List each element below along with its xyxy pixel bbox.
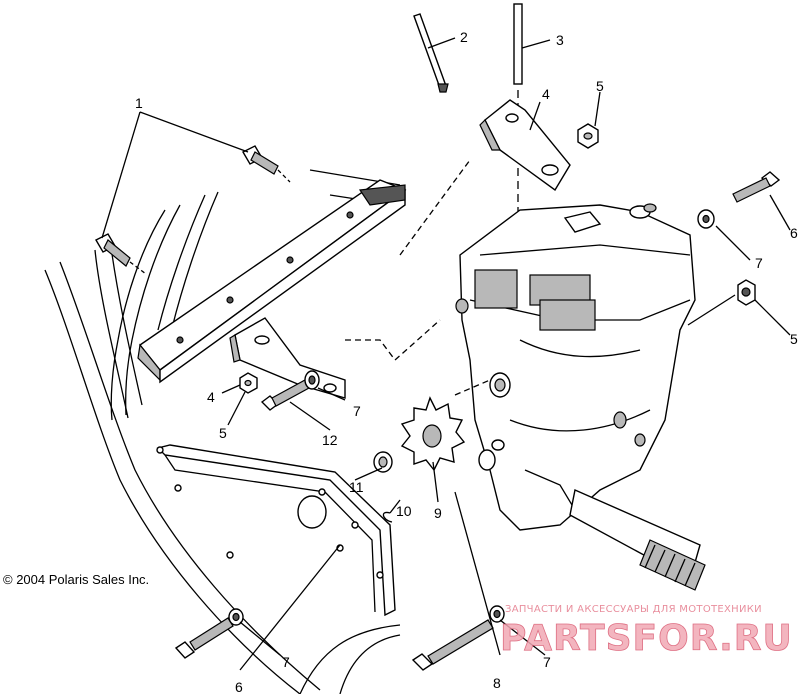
callout-2: 2	[460, 29, 468, 45]
copyright-notice: © 2004 Polaris Sales Inc.	[3, 572, 149, 587]
washer-11	[373, 451, 393, 473]
callout-7-mid: 7	[353, 403, 361, 419]
callout-6-bottom: 6	[235, 679, 243, 694]
callout-4-upper: 4	[542, 86, 550, 102]
callout-4-lower: 4	[207, 389, 215, 405]
watermark-tagline: ЗАПЧАСТИ И АКСЕССУАРЫ ДЛЯ МОТОТЕХНИКИ	[505, 604, 762, 615]
callout-3: 3	[556, 32, 564, 48]
bolt-6-bottom	[174, 608, 244, 659]
callout-7-bottom-right: 7	[543, 654, 551, 670]
pin-2	[413, 13, 449, 93]
callout-10: 10	[396, 503, 412, 519]
watermark-logo: PARTSFOR.RU	[500, 618, 793, 659]
callout-5-upper: 5	[596, 78, 604, 94]
mounting-rail	[137, 179, 407, 384]
clip-10	[382, 511, 393, 523]
bracket-4-upper	[479, 99, 571, 192]
lower-mount-plate	[156, 444, 401, 694]
callout-11: 11	[349, 479, 364, 495]
callout-5-left: 5	[219, 425, 227, 441]
callout-8: 8	[493, 675, 501, 691]
callout-6-right: 6	[790, 225, 798, 241]
bolt-1-upper	[242, 145, 291, 183]
sprocket-9	[400, 396, 466, 472]
nut-5-upper	[577, 123, 599, 149]
nut-5-left	[239, 372, 258, 394]
nut-5-right	[737, 279, 756, 306]
frame-rails	[44, 169, 401, 694]
callout-7-bottom-left: 7	[282, 654, 290, 670]
output-shaft	[569, 489, 706, 591]
watermark: ЗАПЧАСТИ И АКСЕССУАРЫ ДЛЯ МОТОТЕХНИКИ PA…	[500, 604, 793, 659]
bolt-6-right	[697, 171, 781, 229]
gearcase	[455, 203, 696, 531]
callout-5-right: 5	[790, 331, 798, 347]
callout-1: 1	[135, 95, 143, 111]
callout-9: 9	[434, 505, 442, 521]
callout-7-right: 7	[755, 255, 763, 271]
callout-12: 12	[322, 432, 338, 448]
bolt-1-lower	[95, 233, 147, 275]
callouts: 1 2 3 4 4 5 5 5 6 6 7 7 7 7 8 9 10 11 12	[135, 29, 798, 694]
leader-lines	[101, 37, 791, 671]
bolt-8	[411, 605, 505, 671]
bolt-12	[260, 370, 320, 411]
